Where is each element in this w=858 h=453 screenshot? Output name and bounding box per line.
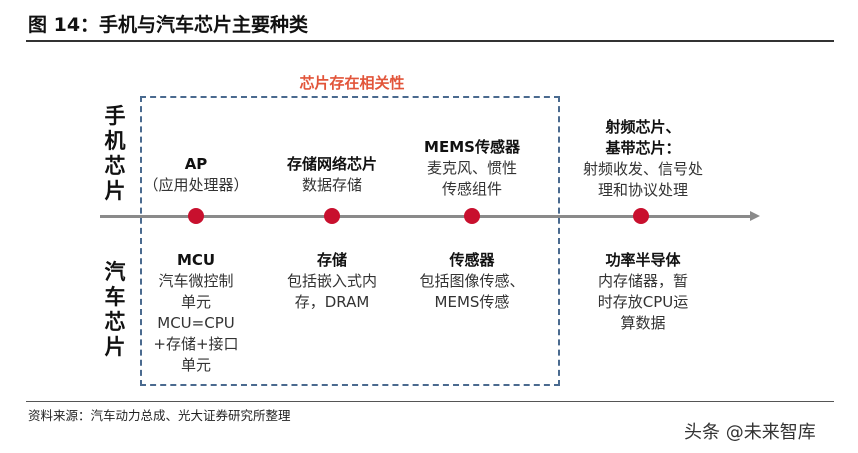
chip-desc: （应用处理器）: [143, 176, 249, 194]
timeline-dot-1: [188, 208, 204, 224]
correlation-dashed-box: [140, 96, 560, 386]
title-rule: [26, 40, 834, 42]
row-label-char: 机: [104, 129, 126, 153]
phone-chip-ap: AP （应用处理器）: [126, 154, 266, 196]
phone-chip-storage-network: 存储网络芯片 数据存储: [262, 154, 402, 196]
axis-arrow-icon: [750, 211, 760, 221]
chip-desc: 单元: [180, 356, 211, 374]
chip-desc: +存储+接口: [153, 335, 239, 353]
car-chip-sensor: 传感器 包括图像传感、 MEMS传感: [399, 250, 545, 313]
timeline-axis: [100, 215, 752, 218]
chip-desc: 射频收发、信号处: [582, 160, 703, 178]
source-note: 资料来源：汽车动力总成、光大证券研究所整理: [28, 408, 291, 423]
row-label-char: 车: [104, 285, 126, 309]
timeline-dot-3: [464, 208, 480, 224]
chip-name: 存储: [316, 251, 347, 269]
row-label-phone-chips: 手 机 芯 片: [100, 104, 130, 204]
row-label-char: 芯: [104, 154, 126, 178]
chip-desc: 内存储器，暂: [597, 272, 688, 290]
chip-name: 存储网络芯片: [286, 155, 377, 173]
figure-title: 图 14：手机与汽车芯片主要种类: [28, 14, 309, 36]
row-label-char: 汽: [104, 260, 126, 284]
chip-name: 射频芯片、: [605, 118, 681, 136]
chip-desc: 汽车微控制: [158, 272, 234, 290]
row-label-char: 手: [104, 104, 126, 128]
chip-name: 基带芯片：: [605, 139, 681, 157]
chip-desc: 存，DRAM: [294, 293, 370, 311]
chip-desc: MCU=CPU: [157, 314, 235, 332]
car-chip-power-semiconductor: 功率半导体 内存储器，暂 时存放CPU运 算数据: [568, 250, 718, 334]
chip-name: 传感器: [449, 251, 495, 269]
car-chip-mcu: MCU 汽车微控制 单元 MCU=CPU +存储+接口 单元: [126, 250, 266, 376]
row-label-char: 片: [104, 335, 126, 359]
watermark: 头条 @未来智库: [684, 422, 816, 443]
phone-chip-rf-baseband: 射频芯片、 基带芯片： 射频收发、信号处 理和协议处理: [568, 117, 718, 201]
row-label-car-chips: 汽 车 芯 片: [100, 260, 130, 360]
chip-desc: 理和协议处理: [597, 181, 688, 199]
car-chip-storage: 存储 包括嵌入式内 存，DRAM: [262, 250, 402, 313]
chip-desc: 数据存储: [301, 176, 362, 194]
chip-desc: MEMS传感: [434, 293, 510, 311]
chip-name: 功率半导体: [605, 251, 681, 269]
chip-desc: 包括图像传感、: [419, 272, 525, 290]
chip-desc: 单元: [180, 293, 211, 311]
chip-desc: 麦克风、惯性: [426, 159, 517, 177]
source-rule: [26, 401, 834, 402]
correlation-label: 芯片存在相关性: [299, 74, 405, 92]
timeline-dot-2: [324, 208, 340, 224]
row-label-char: 片: [104, 179, 126, 203]
row-label-char: 芯: [104, 310, 126, 334]
chip-desc: 传感组件: [441, 180, 502, 198]
timeline-dot-4: [633, 208, 649, 224]
phone-chip-mems-sensor: MEMS传感器 麦克风、惯性 传感组件: [402, 137, 542, 200]
chip-desc: 算数据: [620, 314, 666, 332]
chip-name: AP: [184, 155, 208, 173]
chip-name: MCU: [176, 251, 216, 269]
chip-desc: 包括嵌入式内: [286, 272, 377, 290]
chip-desc: 时存放CPU运: [597, 293, 689, 311]
chip-name: MEMS传感器: [424, 138, 520, 156]
